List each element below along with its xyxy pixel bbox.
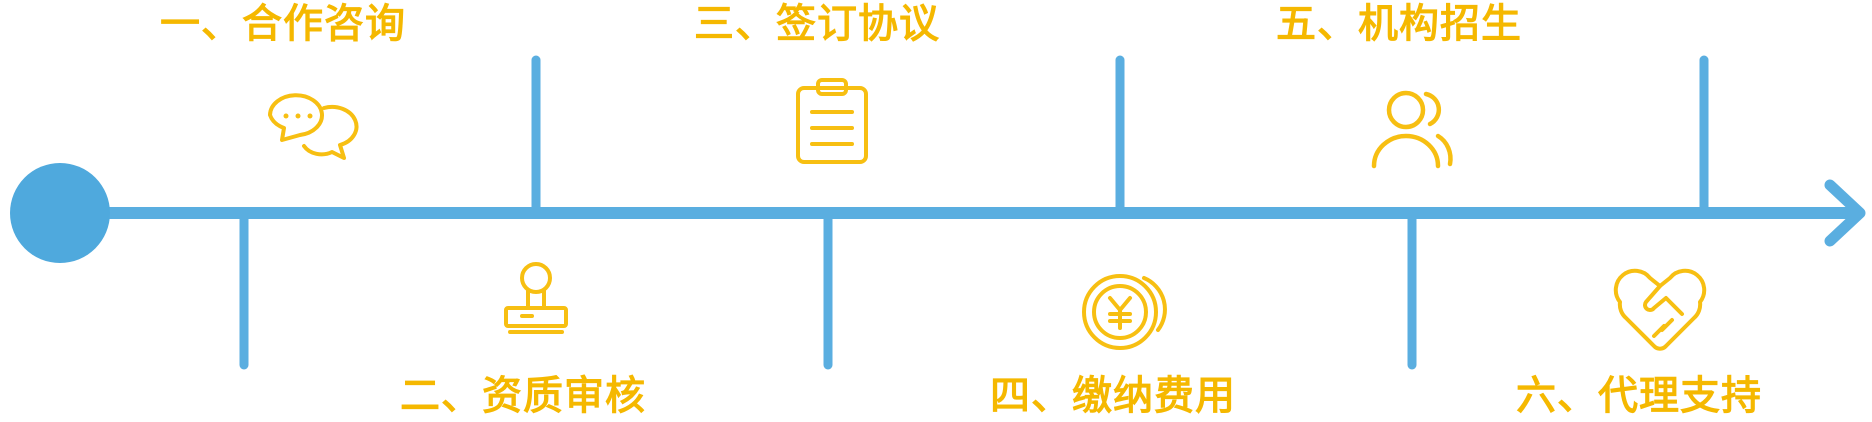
step-5-label: 五、机构招生 bbox=[1276, 1, 1522, 47]
timeline-arrowhead bbox=[1824, 179, 1866, 247]
step-3-label: 三、签订协议 bbox=[694, 1, 940, 47]
step-1-label: 一、合作咨询 bbox=[160, 1, 406, 47]
clipboard-icon bbox=[796, 78, 868, 164]
stamp-icon bbox=[504, 262, 568, 334]
step-6-label: 六、代理支持 bbox=[1516, 373, 1762, 419]
step-4-label: 四、缴纳费用 bbox=[990, 373, 1236, 419]
step-2-label: 二、资质审核 bbox=[400, 373, 646, 419]
chat-bubbles-icon bbox=[268, 93, 359, 160]
yuan-coin-icon bbox=[1082, 274, 1167, 350]
users-icon bbox=[1371, 90, 1453, 169]
timeline-start-node bbox=[10, 163, 110, 263]
handshake-icon bbox=[1613, 268, 1707, 351]
